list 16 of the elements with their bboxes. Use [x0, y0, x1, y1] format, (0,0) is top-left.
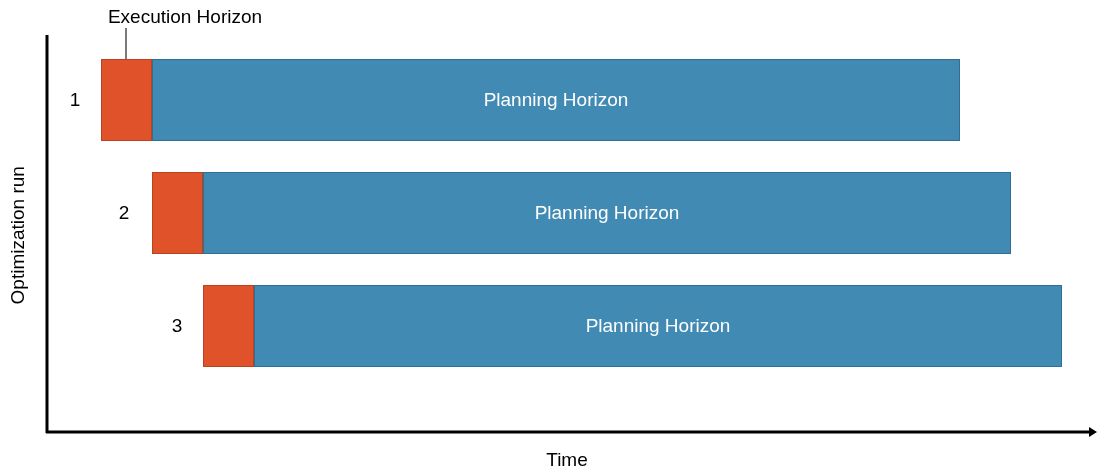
bar-label: Planning Horizon: [585, 313, 731, 338]
axis-title: Time: [546, 447, 588, 472]
execution-bar: [152, 172, 203, 254]
leader-line: [125, 27, 127, 60]
planning-bar: [152, 59, 960, 141]
planning-bar: [203, 172, 1011, 254]
axis-title: Optimization run: [5, 165, 29, 305]
run-number: 2: [118, 200, 130, 225]
run-number: 3: [171, 313, 183, 338]
execution-bar: [203, 285, 254, 367]
planning-bar: [254, 285, 1062, 367]
run-number: 1: [69, 87, 81, 112]
bar-label: Planning Horizon: [483, 87, 629, 112]
callout-text: Execution Horizon: [90, 4, 280, 30]
execution-bar: [101, 59, 152, 141]
bar-label: Planning Horizon: [534, 200, 680, 225]
